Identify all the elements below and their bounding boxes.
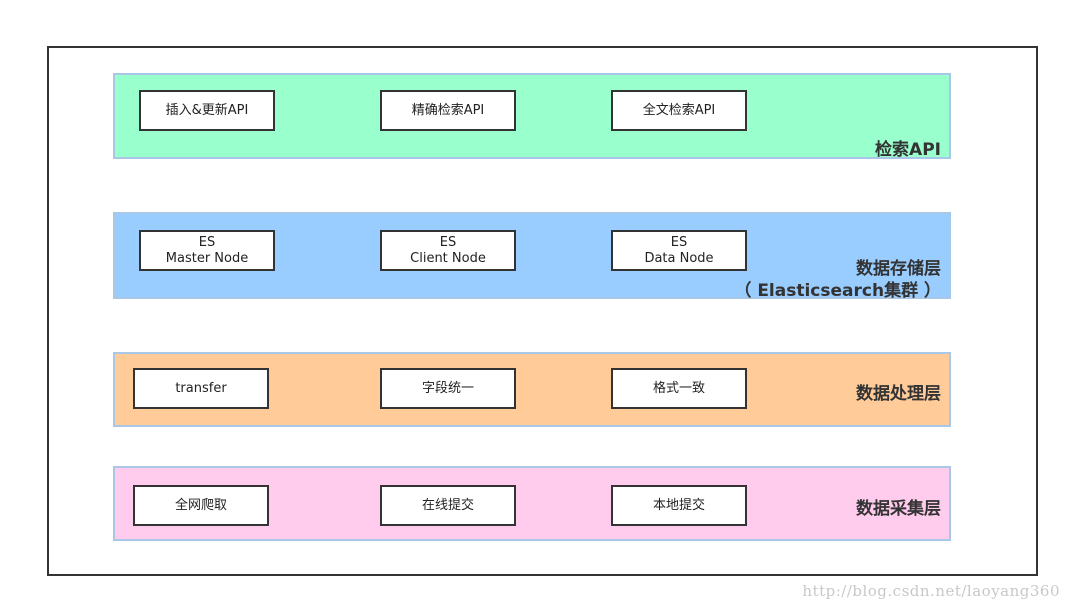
format-consistent-node: 格式一致 (611, 368, 747, 409)
es-client-node: ES Client Node (380, 230, 516, 271)
storage-layer-subtitle: （ Elasticsearch集群 ） (734, 281, 941, 301)
online-submit-node: 在线提交 (380, 485, 516, 526)
node-label: 精确检索API (411, 102, 485, 118)
es-data-node: ES Data Node (611, 230, 747, 271)
local-submit-node: 本地提交 (611, 485, 747, 526)
node-label: 全文检索API (642, 102, 716, 118)
exact-search-api-node: 精确检索API (380, 90, 516, 131)
field-unify-node: 字段统一 (380, 368, 516, 409)
api-layer-title: 检索API (875, 140, 941, 160)
insert-update-api-node: 插入&更新API (139, 90, 275, 131)
node-label-line2: Data Node (644, 250, 714, 266)
node-label-line1: ES (439, 234, 457, 250)
node-label-line1: ES (670, 234, 688, 250)
node-label-line2: Client Node (410, 250, 486, 266)
fulltext-search-api-node: 全文检索API (611, 90, 747, 131)
architecture-frame (47, 46, 1038, 576)
node-label: 插入&更新API (165, 102, 249, 118)
node-label-line1: ES (198, 234, 216, 250)
collection-layer-title: 数据采集层 (856, 499, 941, 519)
node-label: 在线提交 (421, 497, 474, 513)
node-label: 全网爬取 (174, 497, 227, 513)
node-label-line2: Master Node (165, 250, 249, 266)
node-label: 格式一致 (652, 380, 705, 396)
node-label: transfer (175, 380, 227, 396)
node-label: 字段统一 (421, 380, 474, 396)
storage-layer-title: 数据存储层 (856, 259, 941, 279)
watermark: http://blog.csdn.net/laoyang360 (802, 582, 1060, 600)
web-crawl-node: 全网爬取 (133, 485, 269, 526)
transfer-node: transfer (133, 368, 269, 409)
es-master-node: ES Master Node (139, 230, 275, 271)
node-label: 本地提交 (652, 497, 705, 513)
processing-layer-title: 数据处理层 (856, 384, 941, 404)
